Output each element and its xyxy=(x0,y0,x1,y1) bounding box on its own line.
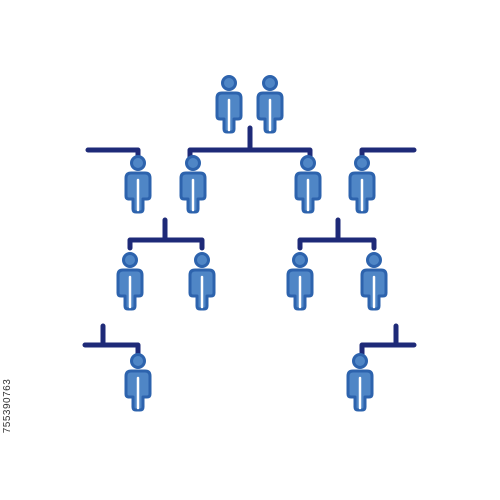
person-icon xyxy=(294,155,322,214)
person-icon xyxy=(116,252,144,311)
connector-left-children xyxy=(127,217,205,251)
person-icon xyxy=(360,252,388,311)
person-icon xyxy=(348,155,376,214)
connector-left-grandchild xyxy=(82,323,141,358)
connector-left-spouse xyxy=(85,147,141,163)
person-icon xyxy=(124,353,152,412)
connector-root xyxy=(187,125,313,163)
person-icon xyxy=(188,252,216,311)
connector-right-grandchild xyxy=(359,323,417,358)
person-icon xyxy=(286,252,314,311)
connector-right-children xyxy=(297,217,377,251)
person-icon xyxy=(124,155,152,214)
person-icon xyxy=(179,155,207,214)
connector-right-spouse xyxy=(359,147,417,163)
person-icon xyxy=(215,75,243,134)
stock-id-text: 755390763 xyxy=(2,378,13,434)
person-icon xyxy=(256,75,284,134)
person-icon xyxy=(346,353,374,412)
